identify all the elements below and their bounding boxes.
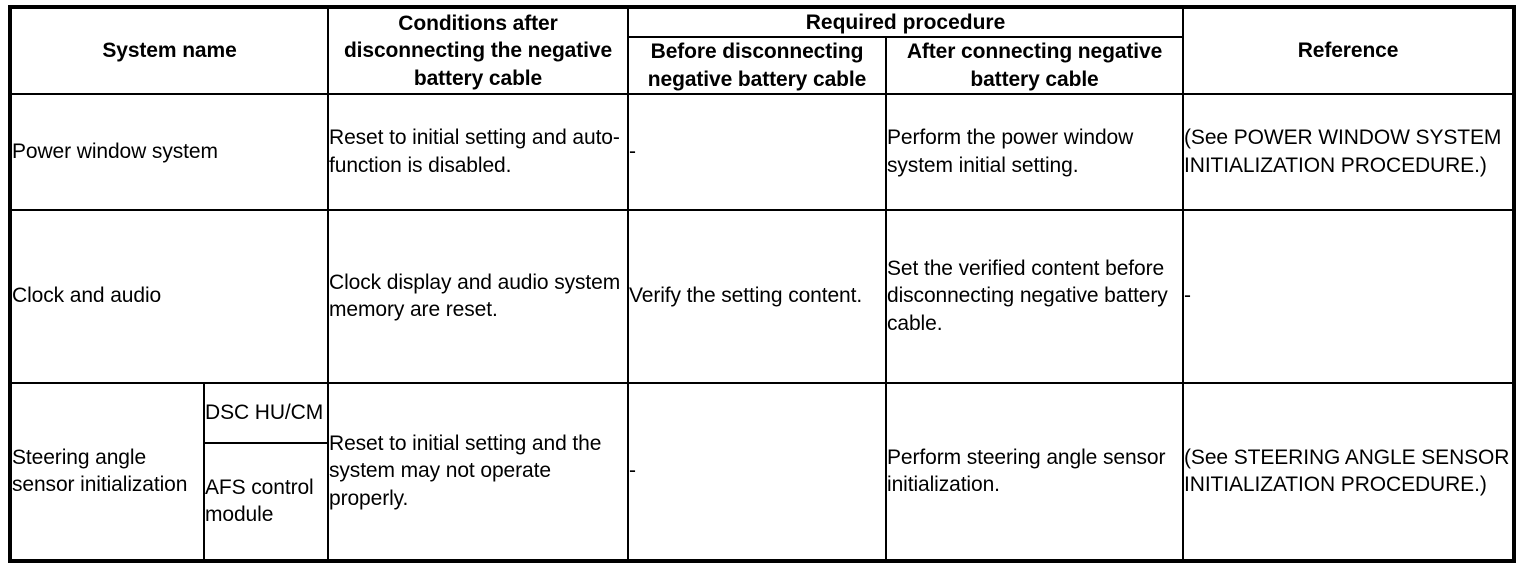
cell-system-name: Clock and audio (9, 209, 329, 384)
cell-before: - (627, 381, 887, 563)
table-row: Clock and audio Clock display and audio … (9, 209, 1516, 384)
header-system-name: System name (9, 6, 329, 95)
cell-after: Perform steering angle sensor initializa… (884, 381, 1185, 563)
header-row-group: System name Conditions after disconnecti… (9, 5, 1516, 95)
cell-after: Set the verified content before disconne… (884, 209, 1185, 384)
header-after-connecting: After connecting negative battery cable (884, 36, 1185, 95)
cell-after: Perform the power window system initial … (884, 92, 1185, 212)
header-before-disconnecting: Before disconnecting negative battery ca… (627, 36, 887, 95)
cell-sub-item-dsc: DSC HU/CM (203, 381, 329, 444)
cell-conditions: Reset to initial setting and the system … (327, 381, 629, 563)
header-required-procedure: Required procedure (626, 5, 1185, 39)
table-body: Power window system Reset to initial set… (9, 92, 1516, 563)
cell-reference: - (1182, 209, 1516, 384)
cell-system-name: Steering angle sensor initialization (9, 381, 205, 563)
header-row-sub: Before disconnecting negative battery ca… (10, 36, 1514, 95)
cell-reference: (See POWER WINDOW SYSTEM INITIALIZATION … (1182, 92, 1516, 212)
cell-conditions: Reset to initial setting and auto-functi… (327, 92, 629, 212)
table-row: AFS control module (10, 441, 1514, 563)
header-conditions: Conditions after disconnecting the negat… (327, 6, 629, 95)
cell-before: Verify the setting content. (627, 209, 887, 384)
cell-conditions: Clock display and audio system memory ar… (327, 209, 629, 384)
cell-reference: (See STEERING ANGLE SENSOR INITIALIZATIO… (1182, 381, 1516, 563)
header-reference: Reference (1182, 6, 1516, 95)
cell-before: - (627, 92, 887, 212)
battery-disconnect-procedure-table: System name Conditions after disconnecti… (8, 5, 1517, 563)
cell-system-name: Power window system (9, 92, 329, 212)
table-row: Power window system Reset to initial set… (9, 92, 1516, 212)
cell-sub-item-afs: AFS control module (203, 441, 329, 563)
table-row: Steering angle sensor initialization DSC… (9, 381, 1516, 563)
table-header: System name Conditions after disconnecti… (9, 5, 1516, 95)
